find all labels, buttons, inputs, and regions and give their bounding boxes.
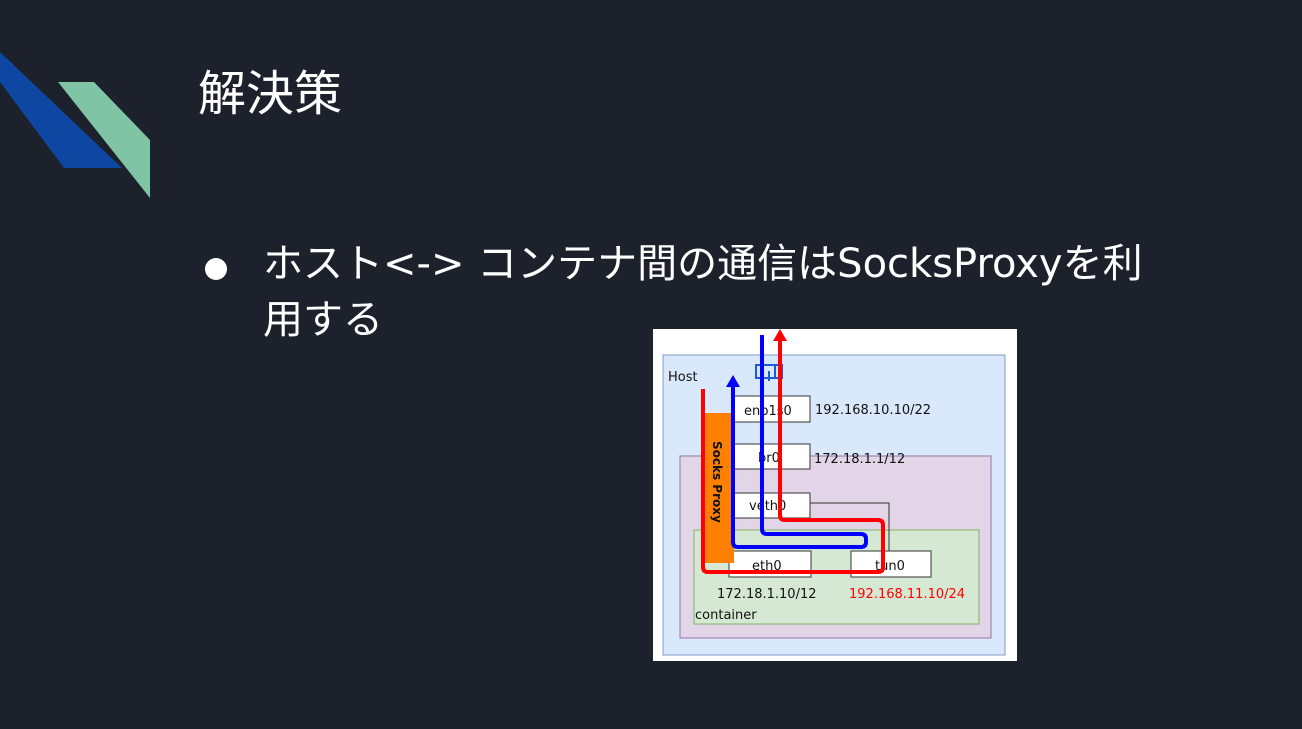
enp1s0-address: 192.168.10.10/22	[815, 403, 931, 418]
bullet-item: ホスト<-> コンテナ間の通信はSocksProxyを利用する	[205, 236, 1205, 348]
veth-tun-connector	[810, 502, 890, 551]
green-ribbon	[58, 82, 150, 198]
br0-address: 172.18.1.1/12	[814, 452, 905, 467]
bullet-dot-icon	[205, 258, 227, 280]
container-label: container	[695, 608, 757, 623]
network-diagram: Host container enp1s0 192.168.10.10/22 b…	[653, 329, 1017, 661]
enp1s0-label: enp1s0	[744, 404, 792, 419]
tun0-address: 192.168.11.10/24	[849, 587, 965, 602]
bullet-list: ホスト<-> コンテナ間の通信はSocksProxyを利用する	[205, 236, 1205, 348]
enp1s0-box	[733, 395, 811, 423]
veth0-label: veth0	[749, 499, 786, 514]
corner-decoration	[0, 52, 150, 198]
red-arrow-head	[773, 329, 787, 341]
red-flow-path	[701, 337, 885, 574]
blue-arrow-head	[726, 375, 740, 387]
veth0-box	[733, 492, 811, 519]
eth0-address: 172.18.1.10/12	[717, 587, 817, 602]
bullet-text: ホスト<-> コンテナ間の通信はSocksProxyを利用する	[263, 241, 1143, 343]
socks-proxy-label: Socks Proxy	[710, 441, 724, 523]
blue-flow-path	[731, 335, 868, 549]
socks-proxy-bar	[704, 413, 734, 563]
host-label: Host	[668, 370, 698, 385]
slide-title: 解決策	[198, 66, 343, 122]
blue-ribbon	[0, 52, 122, 168]
